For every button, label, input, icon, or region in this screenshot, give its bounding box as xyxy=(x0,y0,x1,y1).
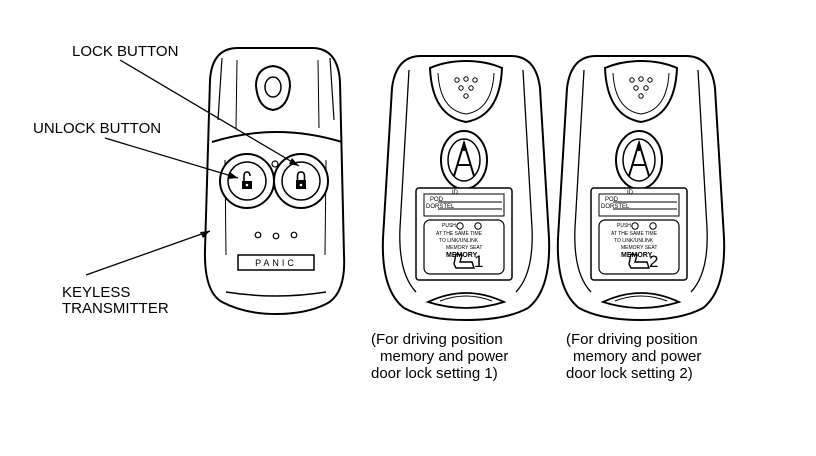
keyless-transmitter: PANIC xyxy=(203,47,346,316)
svg-text:MEMORY SEAT: MEMORY SEAT xyxy=(621,245,657,251)
svg-text:POD: POD xyxy=(605,197,619,203)
keyless-callout-line1: KEYLESS xyxy=(62,284,130,301)
leader-lines xyxy=(85,59,300,276)
panic-button[interactable]: PANIC xyxy=(237,254,315,271)
svg-text:MEMORY: MEMORY xyxy=(621,252,653,259)
lock-button-callout: LOCK BUTTON xyxy=(72,43,178,60)
unlock-button[interactable] xyxy=(219,153,275,209)
svg-text:(For driving position: (For driving position xyxy=(566,331,698,348)
svg-text:MEMORY SEAT: MEMORY SEAT xyxy=(446,245,482,251)
svg-text:PUSH: PUSH xyxy=(617,223,631,229)
memory-number: 2 xyxy=(649,252,658,271)
fob-memory-1: ID POD DORSTEL PUSH AT THE SAME TIME TO … xyxy=(383,56,549,320)
svg-text:MEMORY: MEMORY xyxy=(446,252,478,259)
svg-text:DORSTEL: DORSTEL xyxy=(426,204,455,210)
svg-text:TO LINK/UNLINK: TO LINK/UNLINK xyxy=(439,238,479,244)
panic-label: PANIC xyxy=(255,258,297,268)
unlock-button-callout: UNLOCK BUTTON xyxy=(33,120,161,137)
svg-text:DORSTEL: DORSTEL xyxy=(601,204,630,210)
lock-icon xyxy=(296,171,306,189)
fob1-caption: (For driving position memory and power d… xyxy=(371,331,508,382)
svg-text:memory and power: memory and power xyxy=(380,348,508,365)
svg-text:AT THE SAME TIME: AT THE SAME TIME xyxy=(436,231,483,237)
memory-number: 1 xyxy=(474,252,483,271)
fob2-caption: (For driving position memory and power d… xyxy=(566,331,701,382)
fob-memory-2: ID POD DORSTEL PUSH AT THE SAME TIME TO … xyxy=(558,56,724,320)
svg-text:AT THE SAME TIME: AT THE SAME TIME xyxy=(611,231,658,237)
svg-text:PUSH: PUSH xyxy=(442,223,456,229)
keyless-callout-line2: TRANSMITTER xyxy=(62,300,169,317)
unlock-icon xyxy=(242,171,252,189)
svg-text:memory and power: memory and power xyxy=(573,348,701,365)
svg-text:door lock setting 2): door lock setting 2) xyxy=(566,365,693,382)
svg-text:ID: ID xyxy=(452,190,459,196)
svg-text:POD: POD xyxy=(430,197,444,203)
lock-button[interactable] xyxy=(273,153,329,209)
indicator-led xyxy=(271,160,279,168)
svg-text:TO LINK/UNLINK: TO LINK/UNLINK xyxy=(614,238,654,244)
svg-text:(For driving position: (For driving position xyxy=(371,331,503,348)
svg-text:ID: ID xyxy=(627,190,634,196)
svg-text:door lock setting 1): door lock setting 1) xyxy=(371,365,498,382)
